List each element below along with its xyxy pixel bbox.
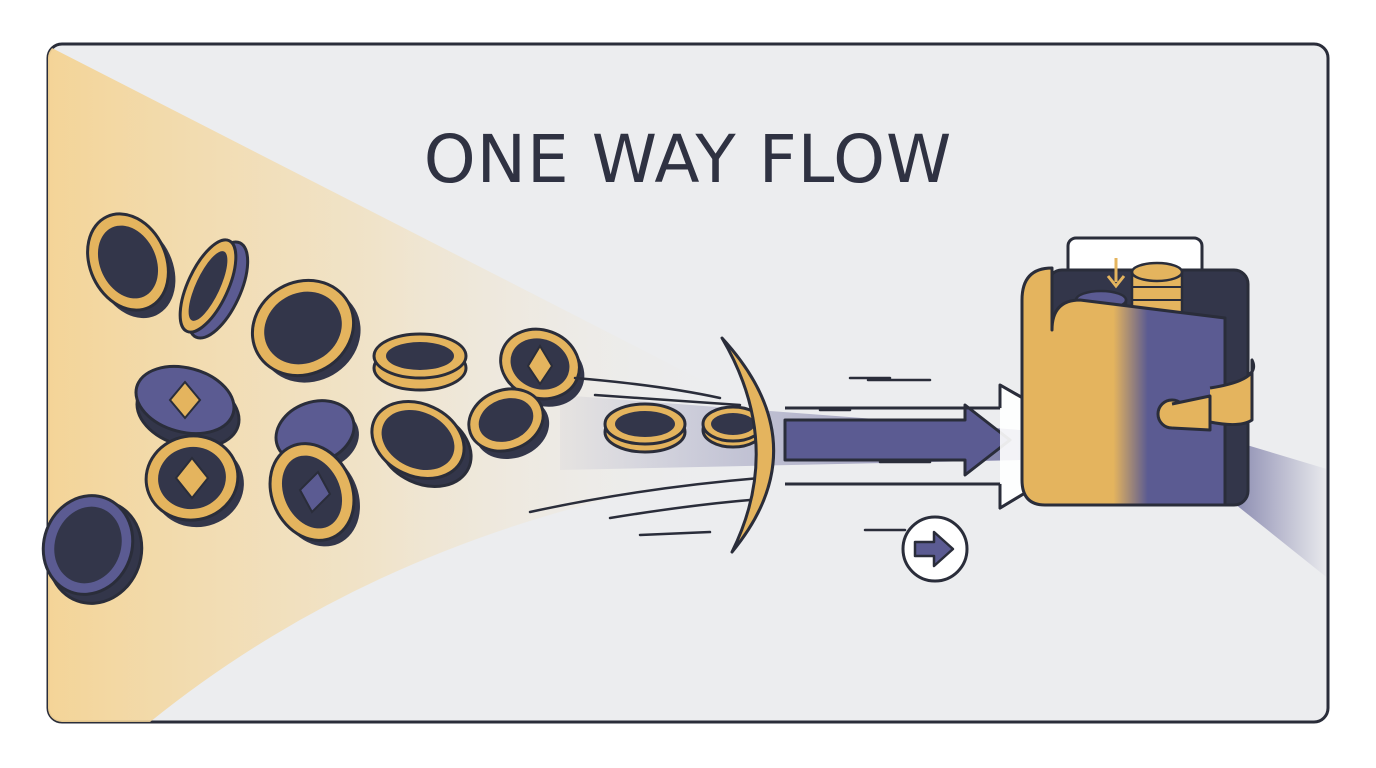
- arrow-circle-icon: [901, 515, 969, 583]
- coin-icon: [41, 494, 144, 605]
- coin-icon: [467, 387, 550, 460]
- wallet-trail: [1230, 440, 1328, 580]
- coin-icon: [372, 332, 468, 392]
- coin-icon: [370, 400, 473, 488]
- arrow-down-icon: [1106, 258, 1126, 289]
- coin-icon: [86, 212, 176, 319]
- coin-icon: [268, 442, 360, 547]
- coin-icon: [134, 364, 241, 449]
- wallet-icon: [1020, 236, 1255, 507]
- coin-icon: [144, 434, 244, 528]
- coin-icon: [250, 278, 361, 383]
- gate-arc-icon: [720, 336, 776, 554]
- coin-icon: [603, 402, 687, 454]
- coin-icon: [178, 238, 250, 340]
- page-title: ONE WAY FLOW: [424, 121, 953, 198]
- arrow-right-icon: [783, 403, 1012, 477]
- motion-lines: [528, 376, 932, 537]
- coin-icon: [499, 327, 585, 407]
